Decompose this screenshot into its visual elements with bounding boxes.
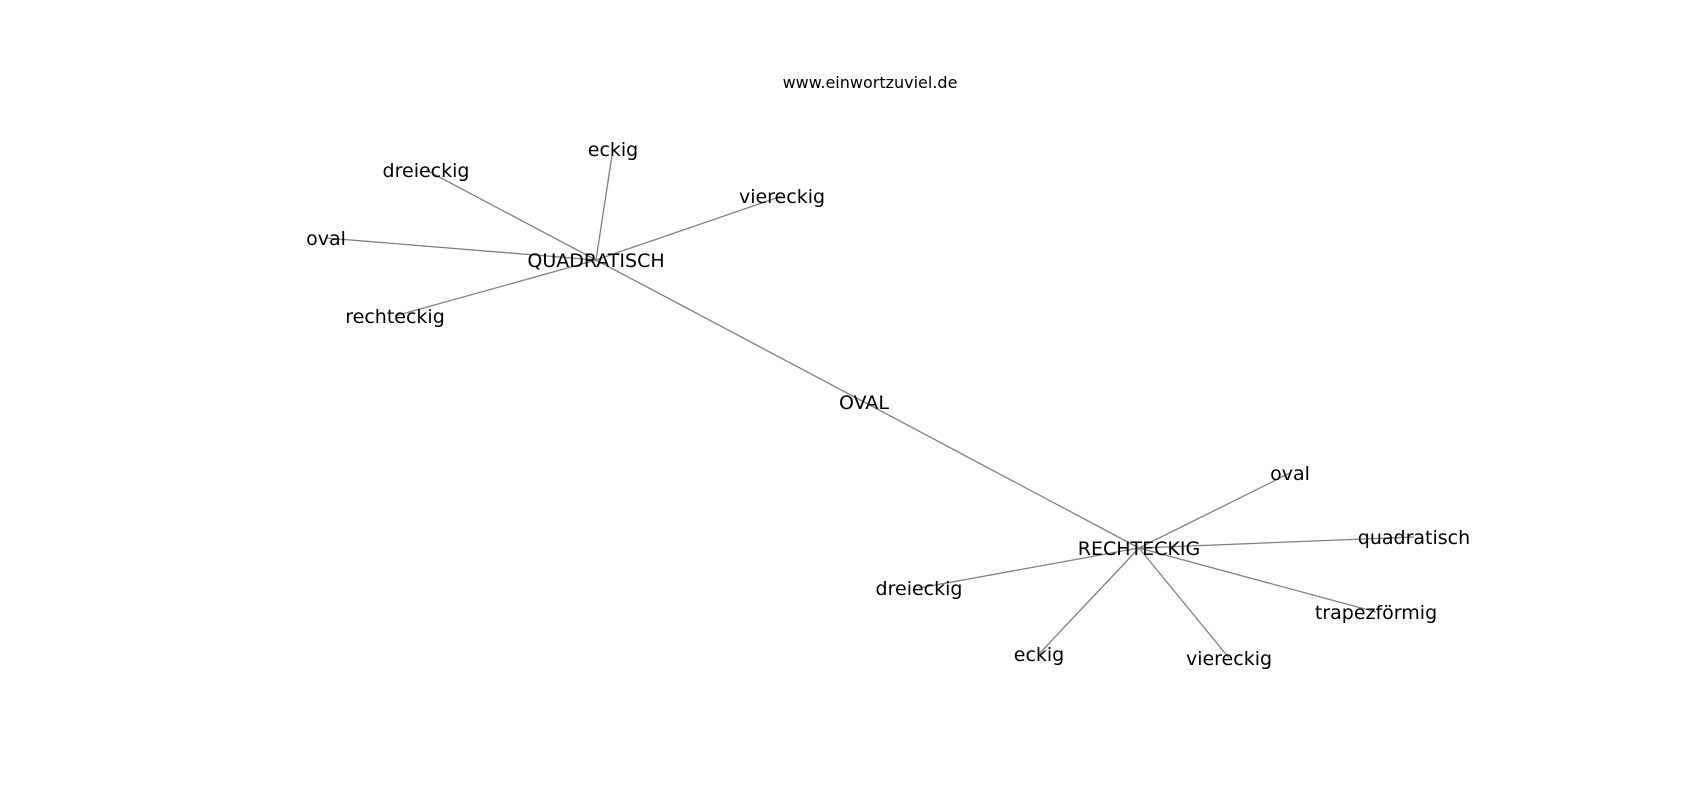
edge-quadratisch_hub-q_dreieckig [425,169,597,261]
node-label-r-dreieckig: dreieckig [876,578,963,600]
edge-rechteckig_hub-r_oval [1138,472,1291,549]
node-label-q-viereckig: viereckig [739,186,825,208]
node-label-q-eckig: eckig [588,139,638,161]
node-label-q-dreieckig: dreieckig [383,160,470,182]
node-label-r-oval: oval [1270,463,1310,485]
node-label-r-eckig: eckig [1014,644,1064,666]
edge-rechteckig_hub-r_viereckig [1138,547,1230,659]
edge-rechteckig_hub-r_dreieckig [918,547,1140,589]
node-label-oval-center: OVAL [839,392,889,414]
node-label-r-viereckig: viereckig [1186,648,1272,670]
node-layer: OVAL QUADRATISCH RECHTECKIG eckig dreieckig v… [306,139,1470,670]
edge-quadratisch_hub-q_eckig [595,148,614,261]
node-label-quadratisch-hub: QUADRATISCH [527,250,664,272]
edge-quadratisch_hub-oval_center [595,259,865,403]
edge-quadratisch_hub-q_oval [325,237,597,261]
edge-rechteckig_hub-r_quadratisch [1138,536,1415,549]
node-label-r-quadratisch: quadratisch [1358,527,1470,549]
edge-rechteckig_hub-r_eckig [1038,547,1140,655]
site-title: www.einwortzuviel.de [783,73,958,92]
edge-rechteckig_hub-r_trapezfoermig [1138,547,1377,613]
node-label-r-trapezfoermig: trapezförmig [1315,602,1437,624]
node-label-q-rechteckig: rechteckig [345,306,445,328]
node-label-rechteckig-hub: RECHTECKIG [1078,538,1200,560]
edge-quadratisch_hub-q_rechteckig [394,259,597,317]
edge-quadratisch_hub-q_viereckig [595,195,783,261]
edge-layer [325,148,1415,659]
edge-oval_center-rechteckig_hub [863,401,1140,549]
node-label-q-oval: oval [306,228,346,250]
